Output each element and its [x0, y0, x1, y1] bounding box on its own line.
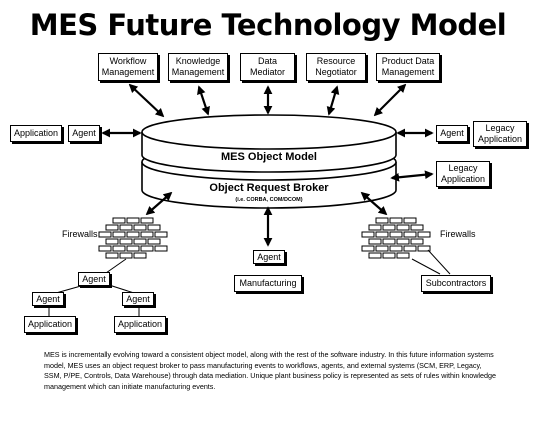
arrow-legacy-mid	[390, 170, 434, 182]
tree-agent-right-label: Agent	[126, 293, 150, 304]
tree-agent-left-box: Agent	[32, 292, 64, 306]
product-data-line2: Management	[381, 67, 435, 77]
link-agent-right	[105, 283, 135, 294]
link-firewall-sub-a	[411, 258, 441, 275]
tree-application-right-box: Application	[114, 316, 166, 333]
link-firewall-sub-b	[427, 249, 451, 275]
tree-application-right-label: Application	[117, 319, 163, 329]
left-agent-label: Agent	[72, 128, 96, 138]
manufacturing-agent-label: Agent	[257, 251, 281, 262]
arrow-knowledge	[197, 85, 210, 116]
right-agent-label: Agent	[440, 128, 464, 138]
resource-line2: Negotiator	[315, 67, 357, 77]
tree-agent-right-box: Agent	[122, 292, 154, 306]
link-firewall-agent	[105, 258, 127, 274]
tree-agent-top-label: Agent	[82, 273, 106, 284]
data-mediator-line2: Mediator	[249, 67, 285, 77]
tree-agent-top-box: Agent	[78, 272, 110, 286]
workflow-line1: Workflow	[109, 56, 147, 66]
tree-agent-left-label: Agent	[36, 293, 60, 304]
left-application-box: Application	[10, 125, 62, 142]
object-model-disk	[141, 114, 397, 173]
left-agent-box: Agent	[68, 125, 100, 142]
product-data-line1: Product Data	[381, 56, 435, 66]
right-agent-box: Agent	[436, 125, 468, 142]
workflow-line2: Management	[101, 67, 155, 77]
orb-label: Object Request Broker	[209, 182, 329, 194]
arrow-workflow	[128, 83, 165, 118]
tree-application-left-label: Application	[27, 319, 73, 329]
arrow-product-data	[373, 83, 407, 117]
legacy-mid-line2: Application	[440, 174, 486, 184]
manufacturing-agent-box: Agent	[253, 250, 285, 264]
firewalls-right-label: Firewalls	[440, 229, 476, 239]
left-application-label: Application	[13, 128, 59, 138]
manufacturing-box: Manufacturing	[234, 275, 302, 292]
arrow-left-firewall	[145, 191, 173, 216]
legacy-mid-line1: Legacy	[448, 163, 478, 173]
knowledge-line1: Knowledge	[175, 56, 221, 66]
diagram-title: MES Future Technology Model	[29, 8, 507, 42]
knowledge-line2: Management	[171, 67, 225, 77]
right-firewall-icon	[361, 217, 431, 259]
subcontractors-box: Subcontractors	[421, 275, 491, 292]
arrow-right-firewall	[360, 191, 388, 216]
tree-application-left-box: Application	[24, 316, 76, 333]
object-model-label: MES Object Model	[221, 151, 317, 163]
subcontractors-label: Subcontractors	[425, 278, 487, 288]
data-mediator-line1: Data	[257, 56, 277, 66]
caption-text: MES is incrementally evolving toward a c…	[44, 350, 496, 391]
resource-line1: Resource	[316, 56, 356, 66]
manufacturing-label: Manufacturing	[239, 278, 297, 288]
orb-sublabel: (i.e. CORBA, COM/DCOM)	[235, 197, 302, 203]
legacy-top-line1: Legacy	[485, 123, 515, 133]
arrow-resource	[326, 85, 340, 116]
firewalls-left-label: Firewalls	[62, 229, 98, 239]
left-firewall-icon	[98, 217, 168, 259]
legacy-top-line2: Application	[477, 134, 523, 144]
